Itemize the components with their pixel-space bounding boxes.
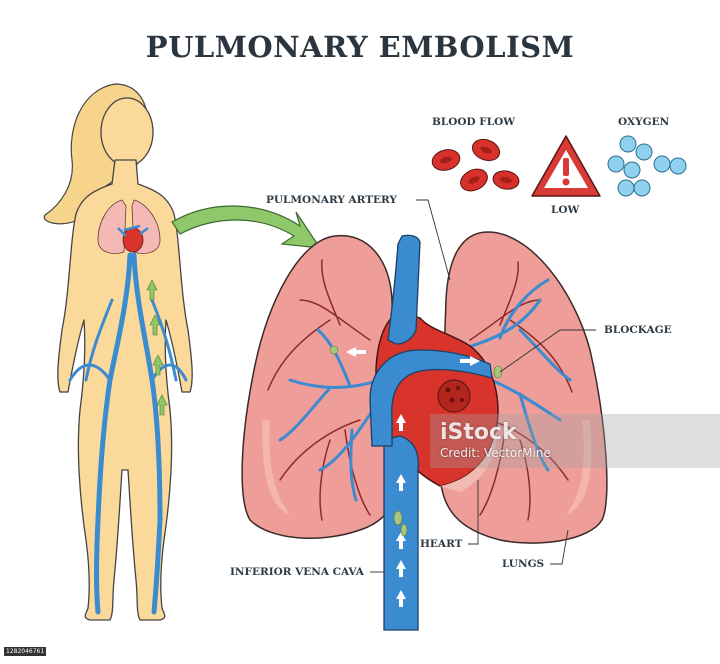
clots-vena-cava: [329, 345, 503, 537]
blood-cells-centers: [440, 146, 512, 184]
right-lung-shade: [566, 420, 592, 515]
leader-lungs: [550, 529, 569, 565]
vein-right-arm: [150, 298, 188, 382]
label-blockage: BLOCKAGE: [604, 324, 672, 336]
mini-heart: [122, 227, 144, 253]
blockage-clot: [437, 379, 471, 413]
woman-figure: [43, 83, 193, 621]
flow-arrows-leg: [146, 279, 168, 416]
blood-cells-icon: [431, 138, 520, 192]
pulmonary-artery-tube: [369, 349, 493, 447]
label-blood-flow: BLOOD FLOW: [432, 116, 516, 128]
label-heart: HEART: [420, 538, 463, 550]
vena-cava: [329, 234, 503, 631]
leader-heart: [468, 480, 479, 545]
heart-highlight: [440, 430, 497, 492]
page-title: PULMONARY EMBOLISM: [145, 30, 575, 64]
vein-right-leg: [131, 252, 163, 615]
oxygen-icon: [607, 135, 687, 197]
leader-pulmonary-artery: [416, 199, 451, 281]
superior-vessel: [387, 234, 421, 345]
label-pulmonary-artery: PULMONARY ARTERY: [266, 194, 397, 206]
vein-left-leg: [94, 252, 133, 615]
watermark-band: [430, 414, 720, 468]
warning-icon: [531, 135, 601, 197]
label-low: LOW: [551, 204, 580, 216]
label-lungs: LUNGS: [502, 558, 545, 570]
watermark-brand: iStock: [440, 420, 517, 445]
vein-left-arm: [68, 298, 114, 382]
zoom-arrow: [171, 205, 322, 249]
leader-lines: [370, 199, 596, 573]
arterioles: [267, 259, 573, 521]
head-shape: [100, 97, 154, 167]
left-lung-shade: [262, 420, 290, 515]
watermark-credit: Credit: VectorMine: [440, 446, 551, 460]
clot-dots: [445, 386, 464, 403]
flow-arrows-vena-cava: [346, 347, 480, 607]
mini-left-lung: [97, 199, 127, 254]
mini-vessels: [117, 224, 149, 237]
label-inferior-vena-cava: INFERIOR VENA CAVA: [230, 566, 364, 578]
leader-blockage: [499, 329, 596, 373]
stock-id: 1282046761: [4, 647, 47, 656]
label-oxygen: OXYGEN: [618, 116, 670, 128]
